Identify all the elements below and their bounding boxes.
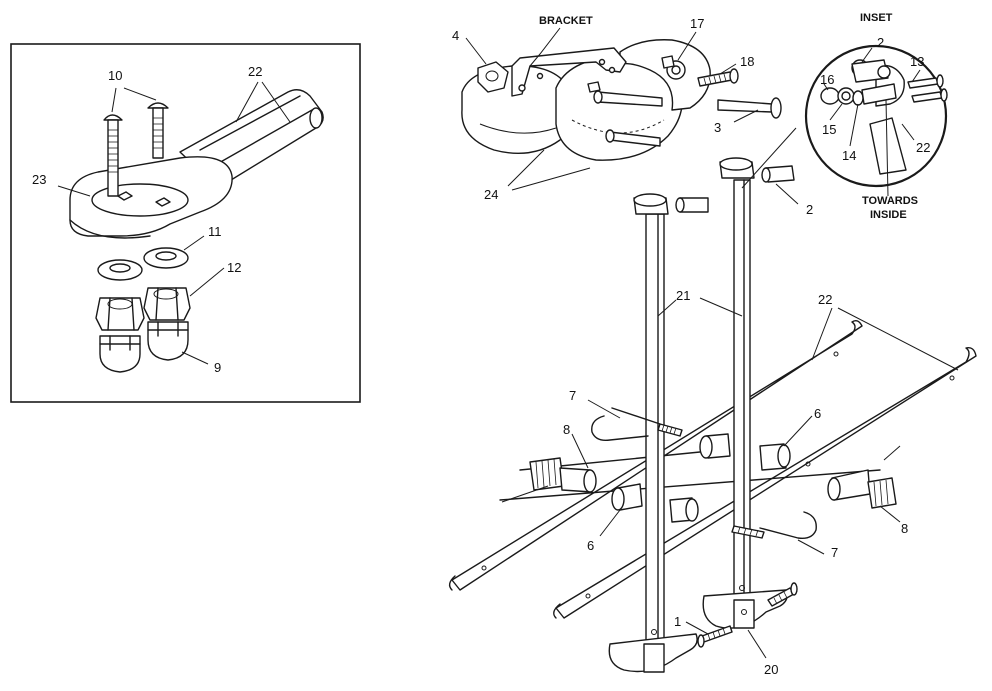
label-21: 21 bbox=[676, 288, 690, 303]
label-23: 23 bbox=[32, 172, 46, 187]
part-11-washers bbox=[97, 247, 189, 281]
part-6-collars bbox=[611, 433, 791, 523]
part-21-tubes bbox=[645, 179, 751, 645]
label-15: 15 bbox=[822, 122, 836, 137]
label-24: 24 bbox=[484, 187, 498, 202]
label-4: 4 bbox=[452, 28, 459, 43]
part-20-feet bbox=[608, 589, 788, 673]
label-14: 14 bbox=[842, 148, 856, 163]
label-6-a: 6 bbox=[814, 406, 821, 421]
label-17: 17 bbox=[690, 16, 704, 31]
part-7-u-bolts bbox=[591, 407, 817, 540]
part-10-bolts bbox=[103, 102, 169, 197]
label-10: 10 bbox=[108, 68, 122, 83]
label-inset: INSET bbox=[860, 12, 893, 24]
label-13: 13 bbox=[910, 54, 924, 69]
label-6-b: 6 bbox=[587, 538, 594, 553]
part-12-nuts bbox=[95, 287, 191, 331]
part-2-tee-handles bbox=[633, 157, 795, 215]
label-3: 3 bbox=[714, 120, 721, 135]
label-12: 12 bbox=[227, 260, 241, 275]
label-16: 16 bbox=[820, 72, 834, 87]
label-7-b: 7 bbox=[831, 545, 838, 560]
detail-box bbox=[10, 43, 361, 403]
part-1-bolts bbox=[697, 582, 798, 648]
label-bracket: BRACKET bbox=[539, 15, 593, 27]
label-11: 11 bbox=[208, 224, 222, 239]
label-9: 9 bbox=[214, 360, 221, 375]
bracket-assembly bbox=[461, 39, 782, 161]
label-inside: INSIDE bbox=[870, 209, 907, 221]
label-22-main: 22 bbox=[818, 292, 832, 307]
label-8-a: 8 bbox=[563, 422, 570, 437]
label-20: 20 bbox=[764, 662, 778, 677]
label-8-b: 8 bbox=[901, 521, 908, 536]
label-22-inset: 22 bbox=[916, 140, 930, 155]
label-22-detail: 22 bbox=[248, 64, 262, 79]
label-1: 1 bbox=[674, 614, 681, 629]
label-7-a: 7 bbox=[569, 388, 576, 403]
inset-view bbox=[804, 44, 948, 197]
part-9-acorn-nuts bbox=[99, 321, 189, 373]
label-18: 18 bbox=[740, 54, 754, 69]
label-2-main: 2 bbox=[806, 202, 813, 217]
label-2-inset: 2 bbox=[877, 35, 884, 50]
part-8-bushings bbox=[529, 457, 897, 509]
label-towards: TOWARDS bbox=[862, 195, 918, 207]
